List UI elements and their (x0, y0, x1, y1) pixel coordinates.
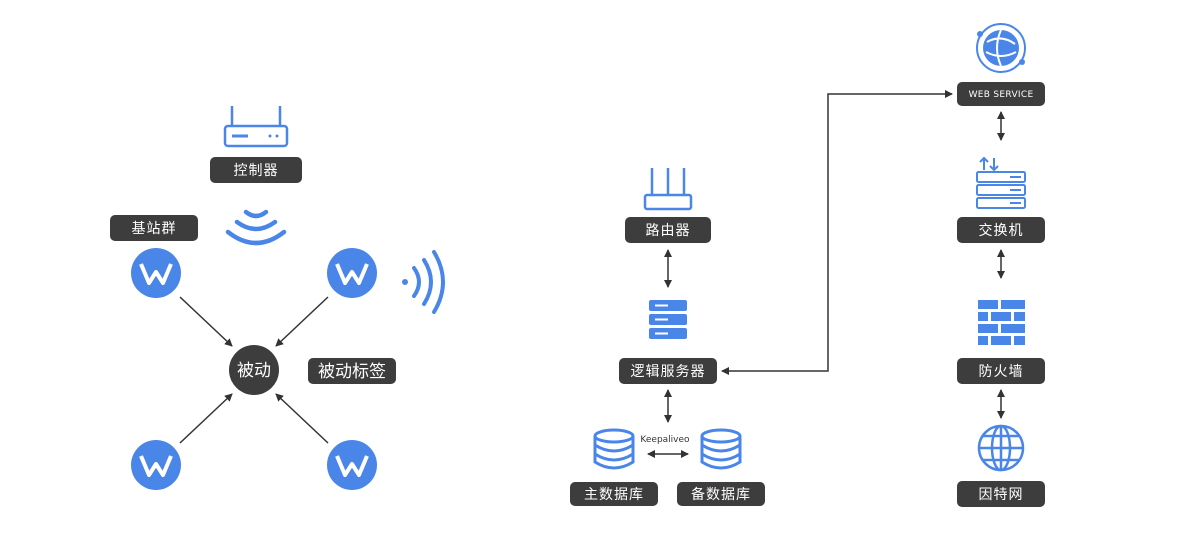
base-station-icon (131, 248, 181, 298)
base-station-icon (327, 440, 377, 490)
server-icon (649, 300, 687, 339)
web-service-label: WEB SERVICE (957, 82, 1045, 106)
router-icon (643, 168, 693, 211)
svg-text:路由器: 路由器 (646, 223, 691, 239)
svg-text:主数据库: 主数据库 (584, 487, 644, 503)
wifi-signal-icon (225, 209, 287, 246)
wifi-signal-icon (402, 250, 445, 314)
router-label: 路由器 (625, 217, 711, 243)
primary-db-label: 主数据库 (570, 482, 658, 506)
logic-server-label: 逻辑服务器 (619, 358, 717, 384)
svg-text:因特网: 因特网 (979, 487, 1024, 503)
database-icon (593, 428, 635, 470)
passive-tag-label: 被动标签 (308, 358, 396, 384)
internet-icon (977, 424, 1025, 472)
svg-text:备数据库: 备数据库 (691, 486, 751, 503)
base-station-group-label: 基站群 (110, 215, 198, 241)
internet-label: 因特网 (957, 481, 1045, 507)
keepalive-label: Keepaliveo (640, 435, 690, 445)
svg-text:防火墙: 防火墙 (979, 364, 1024, 380)
firewall-label: 防火墙 (957, 358, 1045, 384)
svg-text:被动标签: 被动标签 (318, 362, 386, 382)
svg-text:WEB SERVICE: WEB SERVICE (969, 90, 1034, 100)
base-station-icon (327, 248, 377, 298)
base-station-icon (131, 440, 181, 490)
passive-center-node: 被动 (229, 345, 279, 395)
connector-arrows (179, 296, 329, 444)
switch-icon (976, 156, 1026, 209)
svg-text:基站群: 基站群 (132, 220, 177, 237)
svg-text:控制器: 控制器 (234, 163, 279, 179)
connector-arrow (721, 90, 953, 375)
svg-text:被动: 被动 (237, 361, 271, 381)
globe-icon (976, 23, 1026, 73)
controller-label: 控制器 (210, 157, 302, 183)
database-icon (700, 428, 742, 470)
backup-db-label: 备数据库 (677, 482, 765, 506)
switch-label: 交换机 (957, 217, 1045, 243)
firewall-icon (978, 300, 1025, 345)
router-icon (223, 106, 289, 148)
svg-text:交换机: 交换机 (979, 222, 1024, 239)
svg-text:逻辑服务器: 逻辑服务器 (631, 364, 706, 380)
